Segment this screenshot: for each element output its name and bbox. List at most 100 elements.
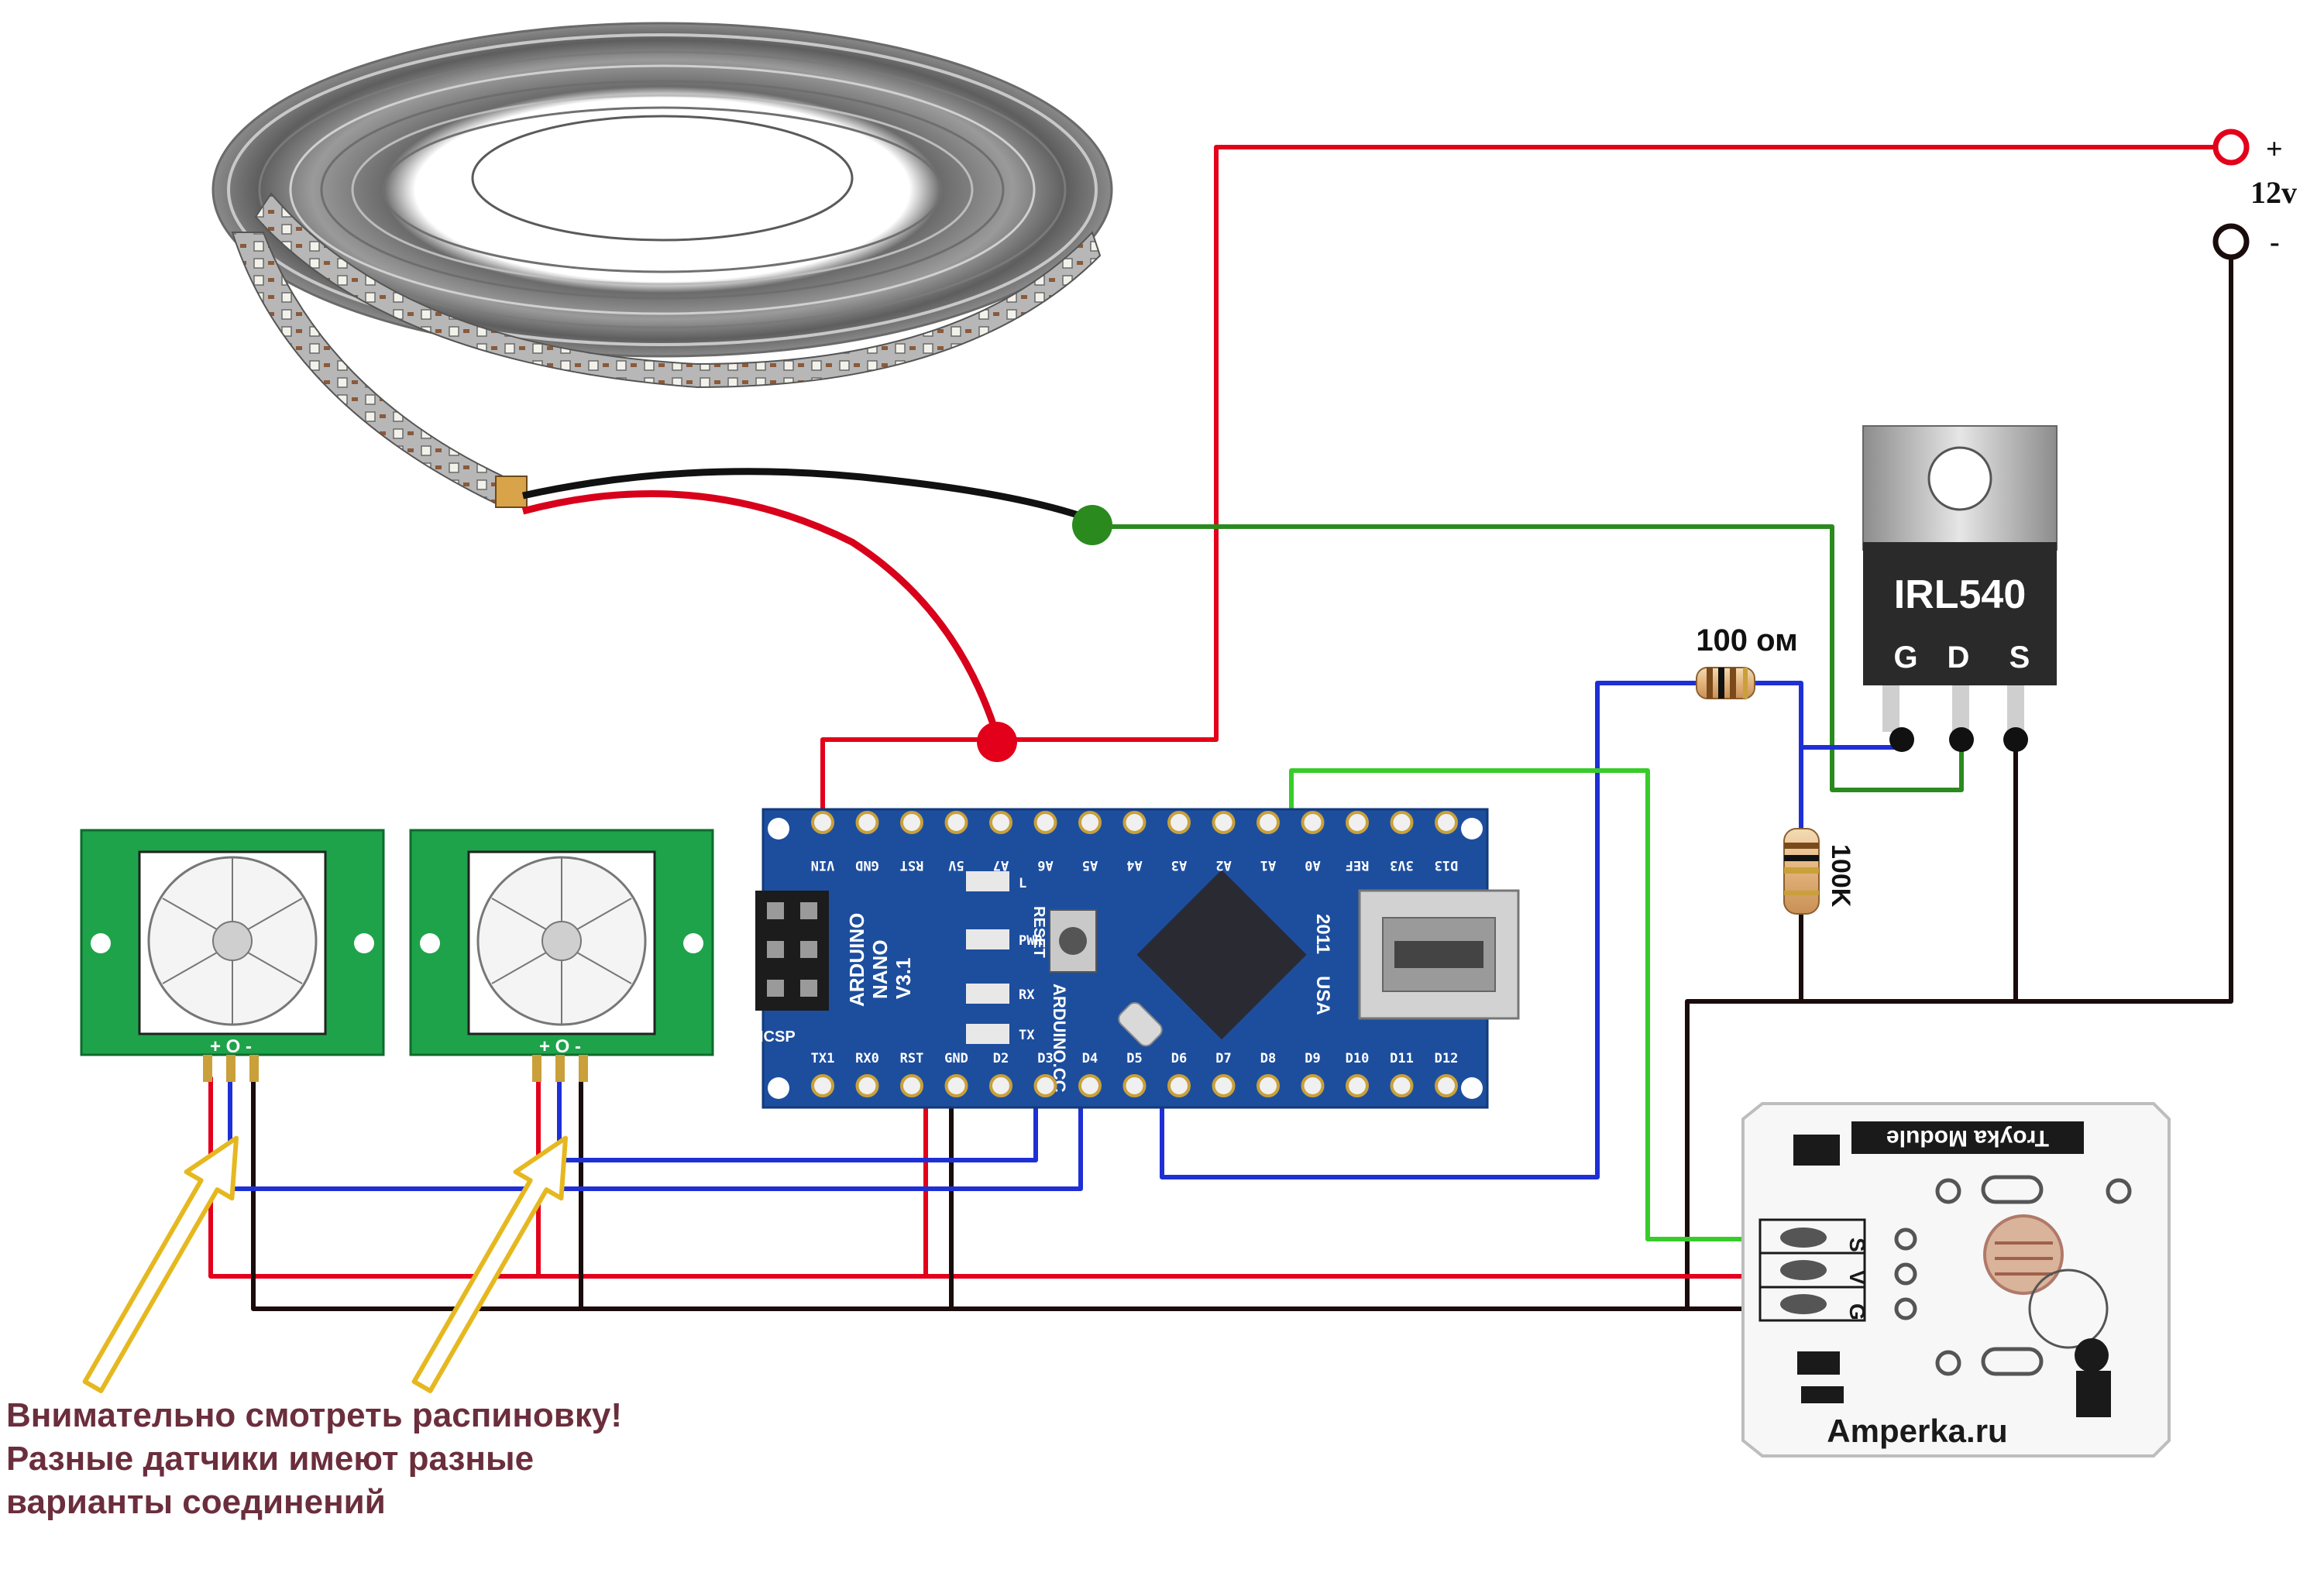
- gate-resistor-label: 100 ом: [1696, 623, 1797, 658]
- junction-strip-negative: [1072, 505, 1112, 545]
- module-pin-g: G: [1845, 1303, 1869, 1320]
- wire-pir1-plus: [208, 1076, 928, 1279]
- pin-hole-gnd[interactable]: [855, 811, 879, 834]
- pir1-pin-labels: + O -: [210, 1036, 252, 1057]
- mounting-hole-icon: [1927, 446, 1992, 511]
- pin-hole-a7[interactable]: [989, 811, 1012, 834]
- resistor-100k: [1783, 828, 1820, 915]
- wire-gate: [1160, 681, 1699, 1179]
- reset-label: RESET: [1030, 906, 1047, 958]
- pir2-pin-labels: + O -: [539, 1036, 581, 1057]
- mosfet-pin-g: G: [1893, 640, 1917, 675]
- pin-label-a6: A6: [1037, 857, 1053, 873]
- wire-gate-pin: [1799, 737, 1904, 750]
- pin-hole-d6[interactable]: [1167, 1074, 1191, 1097]
- module-title: Troyka Module: [1886, 1125, 2049, 1151]
- board-url: ARDUINO.CC: [1050, 984, 1069, 1093]
- pin-label-d5: D5: [1126, 1051, 1142, 1066]
- pin-hole-d3[interactable]: [1033, 1074, 1057, 1097]
- wire-pir2-out: [557, 1076, 1038, 1162]
- pir-sensor-1: [80, 829, 385, 1082]
- pin-label-rst: RST: [900, 1051, 924, 1066]
- note-line-1: Внимательно смотреть распиновку!: [6, 1396, 622, 1434]
- board-year: 2011: [1312, 914, 1333, 954]
- pin-label-d6: D6: [1171, 1051, 1187, 1066]
- reset-button[interactable]: [1059, 927, 1087, 955]
- note-line-3: варианты соединений: [6, 1483, 386, 1521]
- led-strip: [211, 22, 1113, 508]
- mosfet-name: IRL540: [1894, 572, 2027, 617]
- warning-arrow-1: [82, 1135, 239, 1393]
- wire-drain: [1090, 524, 1964, 792]
- pin-label-d13: D13: [1435, 857, 1459, 873]
- terminal-positive[interactable]: [2212, 129, 2250, 166]
- pin-hole-d4[interactable]: [1078, 1074, 1102, 1097]
- pin-hole-gnd[interactable]: [944, 1074, 968, 1097]
- led-label-rx: RX: [1019, 987, 1035, 1003]
- amperka-logo-icon: [2076, 1371, 2111, 1417]
- module-brand: Amperka.ru: [1827, 1413, 2007, 1449]
- light-sensor-module: [1741, 1102, 2171, 1458]
- pin-hole-ref[interactable]: [1346, 811, 1369, 834]
- pin-hole-a5[interactable]: [1078, 811, 1102, 834]
- pir-sensor-2: [409, 829, 714, 1082]
- board-line-3: V3.1: [892, 958, 915, 1000]
- pin-hole-d9[interactable]: [1301, 1074, 1325, 1097]
- pin-hole-a6[interactable]: [1033, 811, 1057, 834]
- warning-note: Внимательно смотреть распиновку! Разные …: [6, 1394, 781, 1524]
- wire-gate-resistor-out: [1752, 681, 1803, 831]
- microcontroller-chip: [1136, 870, 1307, 1040]
- pin-hole-5v[interactable]: [944, 811, 968, 834]
- mosfet-irl540: [1862, 425, 2058, 752]
- led-label-l: L: [1019, 876, 1026, 891]
- pin-hole-d13[interactable]: [1435, 811, 1458, 834]
- icsp-label: ICSP: [759, 1028, 796, 1046]
- arduino-nano: [755, 808, 1520, 1109]
- led-label-pwr: PWR: [1019, 933, 1043, 949]
- pin-hole-d7[interactable]: [1212, 1074, 1236, 1097]
- pin-hole-a1[interactable]: [1257, 811, 1280, 834]
- terminal-negative[interactable]: [2212, 223, 2250, 260]
- pin-label-a3: A3: [1171, 857, 1187, 873]
- pin-hole-3v3[interactable]: [1390, 811, 1414, 834]
- pin-label-a5: A5: [1082, 857, 1098, 873]
- junction-strip-positive: [977, 722, 1017, 762]
- pin-label-d8: D8: [1260, 1051, 1276, 1066]
- board-usa: USA: [1312, 976, 1333, 1015]
- pin-label-ref: REF: [1346, 857, 1370, 873]
- pin-hole-d10[interactable]: [1346, 1074, 1369, 1097]
- pin-hole-d8[interactable]: [1257, 1074, 1280, 1097]
- pin-hole-a3[interactable]: [1167, 811, 1191, 834]
- pin-label-vin: VIN: [811, 857, 835, 873]
- pin-hole-vin[interactable]: [811, 811, 834, 834]
- pin-hole-d2[interactable]: [989, 1074, 1012, 1097]
- pin-hole-rx0[interactable]: [855, 1074, 879, 1097]
- pin-hole-tx1[interactable]: [811, 1074, 834, 1097]
- photoresistor-icon: [1983, 1214, 2064, 1295]
- pin-hole-rst[interactable]: [900, 1074, 923, 1097]
- pin-hole-rst[interactable]: [900, 811, 923, 834]
- pin-label-a4: A4: [1126, 857, 1142, 873]
- pin-label-d12: D12: [1435, 1051, 1459, 1066]
- minus-label: -: [2270, 226, 2280, 259]
- icsp-header: [767, 902, 817, 997]
- pin-label-a2: A2: [1215, 857, 1231, 873]
- pin-label-rst: RST: [900, 857, 924, 873]
- pin-label-d9: D9: [1305, 1051, 1320, 1066]
- mosfet-pin-d: D: [1948, 640, 1970, 675]
- pin-hole-d11[interactable]: [1390, 1074, 1414, 1097]
- pin-hole-a2[interactable]: [1212, 811, 1236, 834]
- wire-pir1-minus: [251, 1076, 954, 1311]
- pin-label-rx0: RX0: [855, 1051, 879, 1066]
- plus-label: +: [2266, 133, 2283, 166]
- mosfet-pin-s: S: [2009, 640, 2030, 675]
- pin-label-d11: D11: [1390, 1051, 1414, 1066]
- pin-hole-d12[interactable]: [1435, 1074, 1458, 1097]
- pin-hole-d5[interactable]: [1122, 1074, 1147, 1097]
- pin-hole-a0[interactable]: [1301, 811, 1325, 834]
- warning-arrow-2: [411, 1135, 568, 1393]
- pin-label-3v3: 3V3: [1390, 857, 1414, 873]
- pin-hole-a4[interactable]: [1122, 811, 1147, 834]
- board-line-2: NANO: [868, 939, 892, 999]
- pin-label-a7: A7: [993, 857, 1009, 873]
